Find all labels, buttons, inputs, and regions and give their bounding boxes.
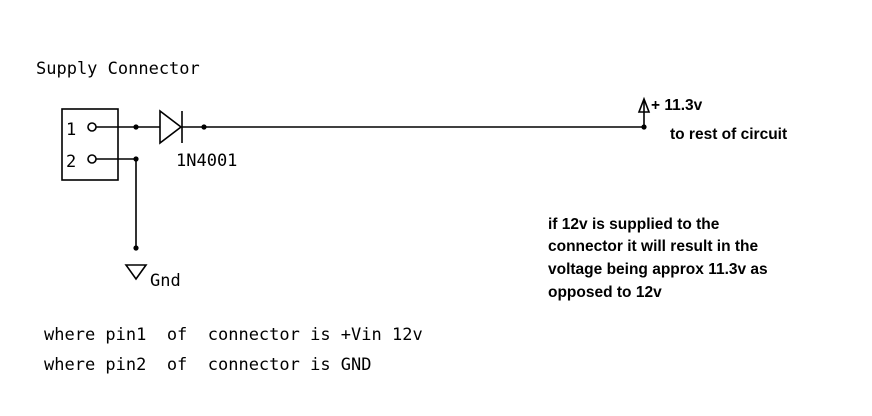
output-destination-label: to rest of circuit (670, 126, 787, 143)
diode-label: 1N4001 (176, 151, 237, 171)
note-line: opposed to 12v (548, 284, 662, 301)
connector-pin2-label: 2 (66, 152, 76, 172)
connector-pin1-terminal (87, 122, 97, 132)
connector-pin1-label: 1 (66, 120, 76, 140)
supply-connector-body (61, 108, 119, 181)
diode-output-junction-dot (201, 124, 207, 130)
note-line: if 12v is supplied to the (548, 216, 720, 233)
ground-symbol (124, 264, 148, 281)
pin1-junction-dot (133, 124, 139, 130)
note-line: voltage being approx 11.3v as (548, 261, 768, 278)
pin-note-line: where pin2 of connector is GND (44, 355, 372, 375)
explanatory-note: if 12v is supplied to the connector it w… (548, 216, 768, 301)
pin-note-line: where pin1 of connector is +Vin 12v (44, 325, 423, 345)
output-arrow-symbol (637, 96, 651, 127)
note-line: connector it will result in the (548, 238, 759, 255)
connector-pin2-terminal (87, 154, 97, 164)
diagram-title: Supply Connector (36, 59, 200, 79)
pin-notes: where pin1 of connector is +Vin 12v wher… (44, 325, 423, 375)
diode-symbol (159, 109, 183, 145)
ground-label: Gnd (150, 271, 181, 291)
output-voltage-label: + 11.3v (651, 97, 703, 114)
ground-junction-dot (133, 245, 139, 251)
